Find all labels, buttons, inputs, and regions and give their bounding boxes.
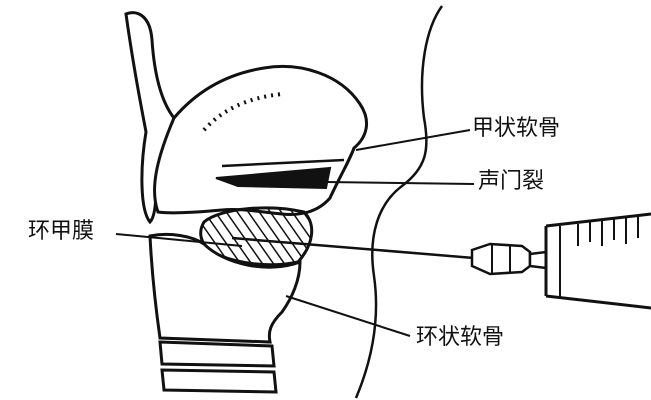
neck-outline xyxy=(354,5,444,399)
glottis-wedge xyxy=(215,166,332,190)
syringe-graduations xyxy=(577,216,639,246)
leader-thyroid xyxy=(355,129,471,151)
leader-membrane xyxy=(115,233,243,247)
thyroid-dots xyxy=(202,92,283,132)
syringe-barrel xyxy=(544,212,651,310)
label-cricothyroid-membrane: 环甲膜 xyxy=(26,219,97,245)
thyroid-notch-edge xyxy=(328,147,356,199)
syringe-needle xyxy=(231,236,475,260)
syringe-hub xyxy=(470,242,532,276)
leader-cricoid xyxy=(285,295,411,337)
vocal-fold-upper xyxy=(221,158,345,168)
tracheal-ring-1 xyxy=(158,340,276,368)
label-thyroid-cartilage: 甲状软骨 xyxy=(470,116,563,142)
syringe-nozzle xyxy=(528,250,548,270)
syringe-hub-ridge xyxy=(491,244,511,274)
leader-glottis xyxy=(325,181,475,185)
cricoid-cartilage xyxy=(148,232,302,344)
label-glottis: 声门裂 xyxy=(476,169,547,195)
tracheal-ring-2 xyxy=(160,368,278,394)
label-cricoid-cartilage: 环状软骨 xyxy=(414,325,507,351)
thyroid-cartilage xyxy=(153,65,369,216)
